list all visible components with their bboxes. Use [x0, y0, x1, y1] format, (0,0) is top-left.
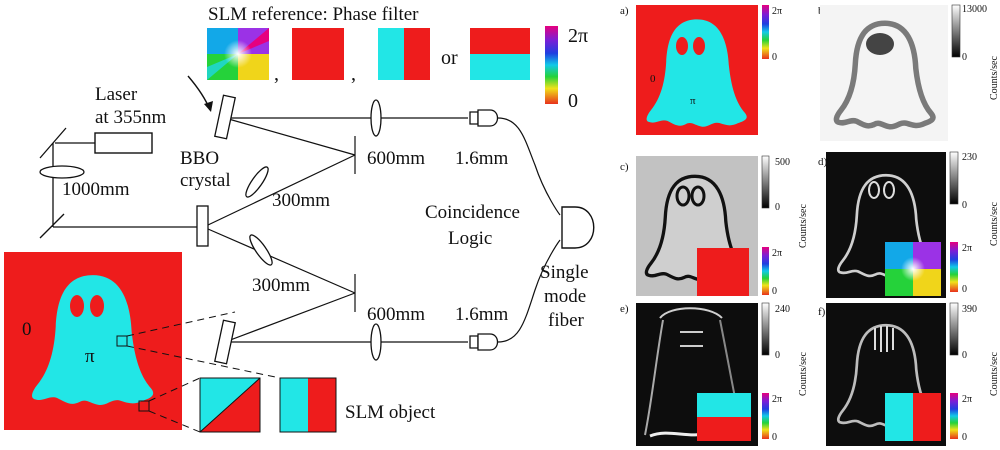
laser-label-1: Laser	[95, 84, 138, 105]
panel-e-phase-bottom: 0	[772, 432, 777, 443]
slm-reference	[213, 94, 237, 140]
lens-1000mm	[39, 165, 85, 179]
panel-e-phase-top: 2π	[772, 394, 782, 405]
coupler-top-label: 1.6mm	[455, 148, 509, 169]
fiber-label-1: Single	[540, 262, 589, 283]
panel-c-min: 0	[775, 202, 780, 213]
phase-colorbar	[545, 26, 558, 104]
scale-top-label: 2π	[568, 25, 588, 47]
panel-d-phase-bottom: 0	[962, 284, 967, 295]
panel-f-phase-top: 2π	[962, 394, 972, 405]
separator-2: ,	[351, 63, 356, 85]
filter-uniform	[292, 28, 344, 80]
panel-c-phase-bottom: 0	[772, 286, 777, 297]
filter-vertical-split	[378, 28, 430, 80]
panel-d-phase-top: 2π	[962, 243, 972, 254]
lens-300mm-bottom-label: 300mm	[252, 275, 310, 296]
panel-a: a) 0 π 2π 0	[620, 5, 782, 135]
slm-object-label: SLM object	[345, 402, 436, 423]
panel-d: d) 230 0 Counts/sec 2π 0	[818, 151, 1000, 298]
panel-b: b) 13000 0 Counts/sec	[818, 4, 1000, 141]
panel-a-colorbar	[762, 5, 769, 59]
lens-1000mm-label: 1000mm	[62, 179, 130, 200]
pump-beam	[39, 127, 198, 239]
panel-e-max: 240	[775, 304, 790, 315]
laser-label-2: at 355nm	[95, 107, 166, 128]
panel-e: e) 240 0 Counts/sec 2π 0	[620, 302, 809, 446]
panel-f-min: 0	[962, 350, 967, 361]
panel-d-colorbar	[949, 151, 959, 205]
panel-c-phase-top: 2π	[772, 248, 782, 259]
and-gate	[561, 206, 595, 249]
zoom-lines	[126, 311, 281, 433]
panel-d-letter: d)	[818, 156, 828, 168]
panel-a-pi: π	[690, 95, 696, 107]
filter-vortex	[207, 28, 269, 80]
beam-paths	[207, 117, 561, 343]
lens-600mm-bottom	[370, 323, 382, 361]
panel-d-min: 0	[962, 200, 967, 211]
panel-f-colorbar	[949, 302, 959, 356]
panel-b-max: 13000	[962, 4, 987, 15]
phase-filter-title: SLM reference: Phase filter	[208, 4, 419, 25]
panel-f: f) 390 0 Counts/sec 2π 0	[818, 302, 1000, 446]
panel-d-unit: Counts/sec	[989, 202, 1000, 246]
fiber-label-3: fiber	[548, 310, 585, 331]
bbo-label-1: BBO	[180, 148, 219, 169]
slm-object-device	[213, 319, 237, 365]
slm-object-image: 0 π	[4, 252, 182, 430]
coincidence-label-2: Logic	[448, 228, 492, 249]
zoom-vertical-edge	[279, 377, 337, 433]
panel-c-max: 500	[775, 157, 790, 168]
panel-f-letter: f)	[818, 306, 826, 318]
lens-300mm-top-label: 300mm	[272, 190, 330, 211]
lens-300mm-top	[245, 166, 269, 198]
panel-c-colorbar	[761, 155, 770, 209]
panel-f-phase-bottom: 0	[962, 432, 967, 443]
panel-f-max: 390	[962, 304, 977, 315]
panel-b-min: 0	[962, 52, 967, 63]
filter-horizontal-split	[470, 28, 530, 80]
panel-a-zero: 0	[650, 73, 656, 85]
coupler-bottom-label: 1.6mm	[455, 304, 509, 325]
laser-box	[94, 132, 153, 154]
panel-e-unit: Counts/sec	[798, 352, 809, 396]
panel-b-colorbar	[951, 4, 961, 58]
coincidence-label-1: Coincidence	[425, 202, 520, 223]
object-zero-label: 0	[22, 319, 32, 340]
separator-1: ,	[274, 63, 279, 85]
panel-a-letter: a)	[620, 5, 629, 17]
bbo-label-2: crystal	[180, 170, 231, 191]
or-label: or	[441, 47, 458, 69]
panel-a-scale-bottom: 0	[772, 52, 777, 63]
bbo-crystal	[196, 205, 209, 247]
panel-d-max: 230	[962, 152, 977, 163]
panel-e-colorbar	[761, 302, 770, 356]
lens-600mm-bottom-label: 600mm	[367, 304, 425, 325]
panel-f-unit: Counts/sec	[989, 352, 1000, 396]
panel-c-unit: Counts/sec	[798, 204, 809, 248]
setup-diagram: SLM reference: Phase filter , , or 2π 0	[4, 4, 595, 433]
lens-600mm-top	[370, 99, 382, 137]
lens-600mm-top-label: 600mm	[367, 148, 425, 169]
panel-e-min: 0	[775, 350, 780, 361]
panel-e-letter: e)	[620, 303, 629, 315]
panel-c: c) 500 0 Counts/sec 2π 0	[620, 155, 809, 297]
zoom-diagonal-edge	[199, 377, 261, 433]
object-pi-label: π	[85, 346, 95, 367]
panel-a-scale-top: 2π	[772, 6, 782, 17]
fiber-label-2: mode	[544, 286, 586, 307]
fiber-coupler-top	[469, 109, 499, 127]
fiber-coupler-bottom	[469, 333, 499, 351]
scale-bottom-label: 0	[568, 90, 578, 112]
lens-300mm-bottom	[249, 234, 273, 266]
panel-c-letter: c)	[620, 161, 629, 173]
panel-b-unit: Counts/sec	[989, 56, 1000, 100]
